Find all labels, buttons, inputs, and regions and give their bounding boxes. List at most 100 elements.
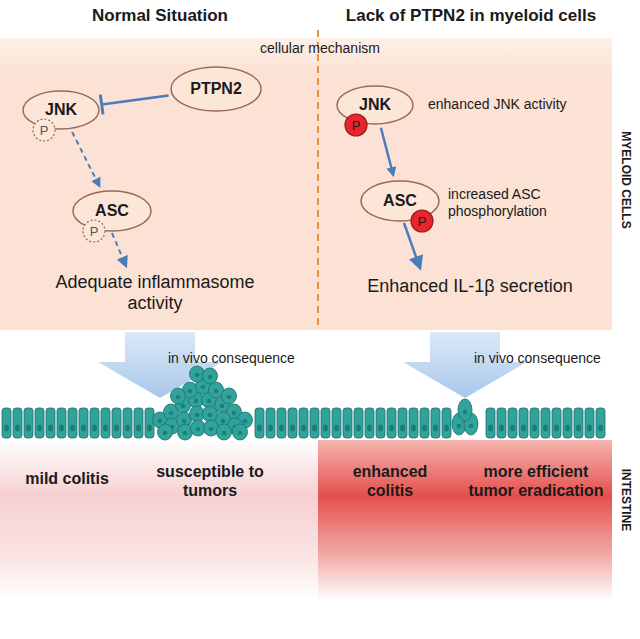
protein-name: JNK — [45, 101, 77, 119]
cell-nucleus — [433, 425, 438, 432]
cell-nucleus — [92, 425, 97, 432]
cell-nucleus — [196, 427, 201, 432]
epithelial-cell — [277, 408, 286, 438]
intestine-ground-left — [0, 440, 318, 600]
cell-nucleus — [15, 425, 20, 432]
epithelial-cell — [387, 408, 396, 438]
cell-nucleus — [147, 425, 152, 432]
cell-nucleus — [208, 413, 213, 418]
panel-heading: Lack of PTPN2 in myeloid cells — [326, 6, 616, 26]
cell-nucleus — [243, 419, 248, 424]
cell-nucleus — [214, 389, 219, 394]
outcome-text: enhanced colitis — [340, 462, 440, 500]
epithelial-cell — [508, 408, 517, 438]
arrow-head — [386, 166, 396, 177]
cell-nucleus — [163, 431, 168, 436]
annotation: increased ASC phosphorylation — [448, 186, 598, 220]
epithelial-cell — [79, 408, 88, 438]
protein-name: PTPN2 — [190, 80, 242, 98]
protein-name: ASC — [383, 192, 417, 210]
cell-nucleus — [4, 425, 9, 432]
epithelial-cell — [134, 408, 143, 438]
protein-ellipse: PTPN2 — [170, 66, 262, 112]
phospho-mark: P — [418, 214, 427, 229]
protein-ellipse: ASCP — [360, 180, 440, 222]
epithelial-cell — [266, 408, 275, 438]
cell-nucleus — [59, 425, 64, 432]
cell-nucleus — [195, 413, 200, 418]
epithelial-cell — [123, 408, 132, 438]
cell-nucleus — [367, 425, 372, 432]
cell-nucleus — [201, 385, 206, 390]
epithelial-cell — [112, 408, 121, 438]
cell-nucleus — [209, 427, 214, 432]
epithelial-cell — [574, 408, 583, 438]
section-label: in vivo consequence — [474, 350, 604, 366]
cell-nucleus — [188, 389, 193, 394]
phospho-mark: P — [90, 224, 99, 239]
cell-nucleus — [279, 425, 284, 432]
connector — [102, 95, 169, 104]
outcome-text: Enhanced IL-1β secretion — [330, 276, 610, 297]
annotation: enhanced JNK activity — [428, 96, 608, 112]
tumor-cell — [190, 366, 205, 382]
cell-nucleus — [37, 425, 42, 432]
protein-name: JNK — [359, 96, 391, 114]
epithelial-cell — [24, 408, 33, 438]
epithelial-cell — [376, 408, 385, 438]
epithelial-cell — [310, 408, 319, 438]
epithelial-cell — [35, 408, 44, 438]
cell-nucleus — [222, 431, 227, 436]
cell-nucleus — [598, 425, 603, 432]
arrow-head — [91, 177, 100, 188]
cell-nucleus — [257, 425, 262, 432]
epithelial-cell — [497, 408, 506, 438]
cell-nucleus — [356, 425, 361, 432]
protein-ellipse: ASCP — [72, 190, 152, 232]
section-label: cellular mechanism — [200, 40, 440, 56]
phospho-circle: P — [410, 209, 434, 233]
epithelial-cell — [299, 408, 308, 438]
cell-nucleus — [207, 399, 212, 404]
outcome-text: susceptible to tumors — [150, 462, 270, 500]
cell-nucleus — [411, 425, 416, 432]
epithelial-cell — [255, 408, 264, 438]
cell-nucleus — [565, 425, 570, 432]
cell-nucleus — [345, 425, 350, 432]
tumor-cell — [458, 399, 472, 421]
panel-heading: Normal Situation — [10, 6, 310, 26]
epithelial-cell — [288, 408, 297, 438]
cell-nucleus — [220, 404, 225, 409]
epithelial-cell — [486, 408, 495, 438]
phospho-mark: P — [352, 118, 361, 133]
cell-nucleus — [176, 395, 181, 400]
cell-nucleus — [323, 425, 328, 432]
connector — [72, 132, 97, 181]
epithelial-cell — [563, 408, 572, 438]
cell-nucleus — [70, 425, 75, 432]
epithelial-cell — [552, 408, 561, 438]
cell-nucleus — [290, 425, 295, 432]
ellipse-outline — [171, 67, 261, 111]
epithelial-cell — [343, 408, 352, 438]
cell-nucleus — [463, 410, 468, 415]
cell-nucleus — [554, 425, 559, 432]
cell-nucleus — [499, 425, 504, 432]
cell-nucleus — [232, 411, 237, 416]
cell-nucleus — [576, 425, 581, 432]
cell-nucleus — [444, 425, 449, 432]
epithelial-cell — [596, 408, 605, 438]
section-label: in vivo consequence — [168, 350, 318, 366]
cell-nucleus — [238, 431, 243, 436]
cell-nucleus — [183, 431, 188, 436]
circle-outline — [411, 210, 433, 232]
cell-nucleus — [181, 404, 186, 409]
epithelial-cell — [519, 408, 528, 438]
epithelial-cell — [332, 408, 341, 438]
cell-nucleus — [268, 425, 273, 432]
epithelial-cell — [398, 408, 407, 438]
phospho-circle: P — [82, 219, 106, 243]
tumor-cell — [222, 388, 237, 404]
